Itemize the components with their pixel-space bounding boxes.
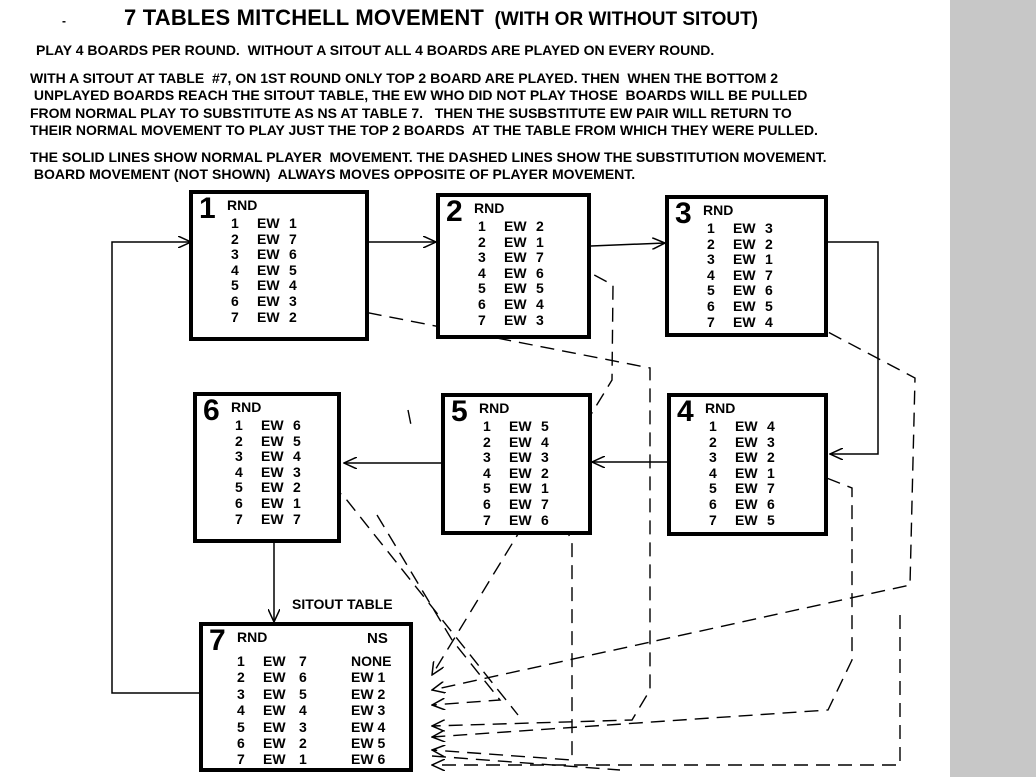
title-sub: (WITH OR WITHOUT SITOUT) — [494, 9, 759, 30]
title-main: 7 TABLES MITCHELL MOVEMENT — [124, 5, 485, 30]
dash-t4-ew2-to-t7 — [432, 461, 853, 737]
dash-t7-to-t6 — [407, 409, 413, 431]
note-sitout-rules: WITH A SITOUT AT TABLE #7, ON 1ST ROUND … — [30, 70, 818, 138]
dash-t6-ew2-to-t7 — [376, 514, 502, 705]
dash-t7-bottom-short — [431, 755, 621, 771]
table-number: 4 — [677, 395, 694, 428]
arrow-table7-to-table1 — [111, 242, 199, 694]
table-number: 7 — [209, 624, 226, 657]
dash-t1-ew4-to-t7 — [302, 299, 651, 726]
arrow-table3-to-table4 — [828, 241, 879, 454]
rnd-header: RND — [237, 629, 268, 645]
dash-t7-right-return — [432, 615, 901, 765]
table-number: 3 — [675, 197, 692, 230]
rnd-header: RND — [227, 197, 258, 213]
note-boards-per-round: PLAY 4 BOARDS PER ROUND. WITHOUT A SITOU… — [36, 42, 715, 58]
table-number: 1 — [199, 192, 216, 225]
arrow-table2-to-table3 — [590, 243, 665, 246]
page-title: 7 TABLES MITCHELL MOVEMENT (WITH OR WITH… — [124, 5, 758, 31]
dash-t3-ew5-to-t7 — [432, 311, 916, 690]
rnd-header: RND — [705, 400, 736, 416]
table-number: 2 — [446, 195, 463, 228]
sitout-table-label: SITOUT TABLE — [292, 596, 393, 612]
right-margin-strip — [950, 0, 1036, 777]
rnd-header: RND — [703, 202, 734, 218]
table-number: 6 — [203, 394, 220, 427]
stray-mark: - — [62, 14, 66, 28]
rnd-header: RND — [231, 399, 262, 415]
ns-header: NS — [367, 630, 388, 647]
rnd-header: RND — [474, 200, 505, 216]
rnd-header: RND — [479, 400, 510, 416]
table-number: 5 — [451, 395, 468, 428]
note-line-legend: THE SOLID LINES SHOW NORMAL PLAYER MOVEM… — [30, 149, 827, 183]
